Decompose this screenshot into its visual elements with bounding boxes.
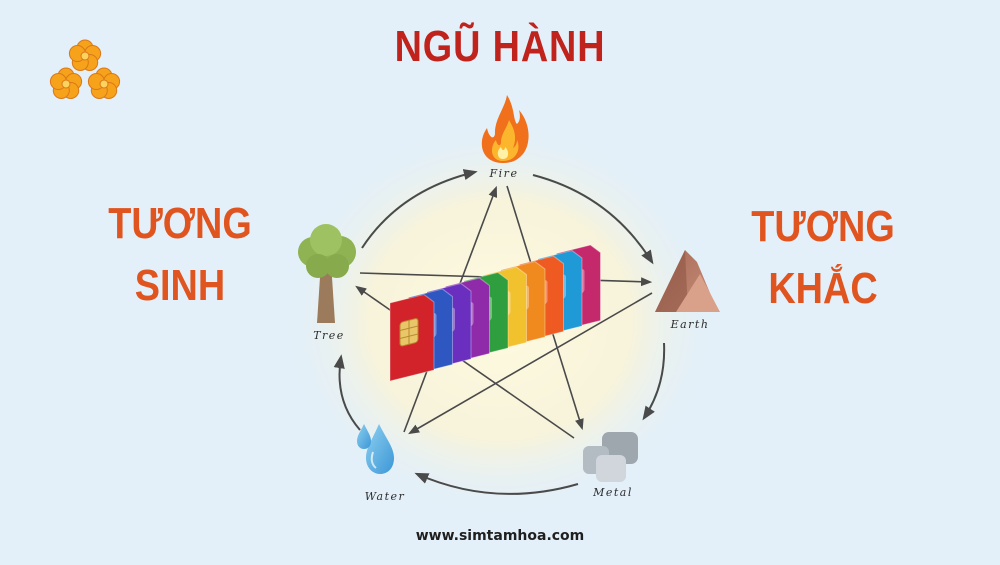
- metal-stones-icon: [583, 432, 638, 482]
- blossom-flower: [68, 39, 102, 71]
- blossom-flower: [87, 67, 121, 99]
- tuong-khac-line-1: TƯƠNG: [751, 202, 895, 251]
- plum-blossom-logo-icon: [49, 39, 121, 99]
- fire-icon: [481, 95, 529, 163]
- arrow-water-to-tree: [333, 354, 361, 431]
- label-metal: Metal: [593, 486, 633, 499]
- tuong-khac-heading: TƯƠNG KHẮC: [750, 196, 896, 320]
- generating-cycle-arrows: [333, 169, 666, 495]
- tree-icon: [298, 224, 356, 323]
- arrow-tree-to-fire: [361, 169, 478, 249]
- label-fire: Fire: [489, 167, 519, 180]
- tuong-khac-line-2: KHẮC: [768, 264, 878, 313]
- tuong-sinh-line-1: TƯƠNG: [108, 199, 252, 248]
- mountain-icon: [655, 250, 720, 312]
- arrow-metal-to-water: [414, 472, 579, 495]
- blossom-flower: [49, 67, 83, 99]
- label-earth: Earth: [670, 318, 710, 331]
- arrow-earth-to-water: [408, 292, 653, 435]
- arrow-earth-to-metal: [642, 342, 666, 421]
- label-tree: Tree: [313, 329, 345, 342]
- page-title: NGŨ HÀNH: [394, 22, 606, 71]
- sim-cards-group: [389, 244, 601, 382]
- label-water: Water: [364, 490, 406, 503]
- tuong-sinh-line-2: SINH: [134, 261, 226, 310]
- arrow-fire-to-earth: [532, 174, 654, 265]
- website-url: www.simtamhoa.com: [415, 528, 585, 544]
- water-drops-icon: [357, 424, 394, 474]
- sim-card: [389, 293, 435, 382]
- tuong-sinh-heading: TƯƠNG SINH: [107, 193, 253, 317]
